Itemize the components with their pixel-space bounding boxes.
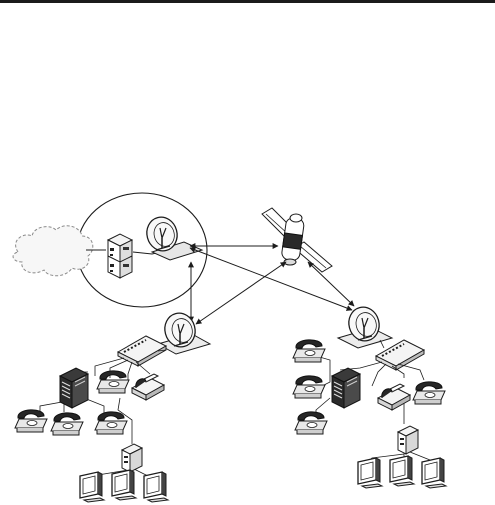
server-left-icon <box>59 367 89 409</box>
satellite-icon <box>261 207 333 273</box>
phone-right-2-icon <box>292 375 326 399</box>
cabinet-right-icon <box>397 425 419 455</box>
monitor-left-3-icon <box>143 471 169 503</box>
server-right-icon <box>331 367 361 409</box>
remote-dish-right-icon <box>336 302 394 349</box>
phone-left-3-icon <box>50 412 84 436</box>
phone-left-4-icon <box>94 411 128 435</box>
fax-right-icon <box>377 383 411 411</box>
monitor-left-2-icon <box>111 469 137 501</box>
remote-dish-left-icon <box>156 308 212 355</box>
fax-left-icon <box>131 373 165 401</box>
top-rule <box>0 0 495 3</box>
phone-left-2-icon <box>14 409 48 433</box>
remote-earth-station-left <box>14 308 212 503</box>
router-stack-icon <box>106 233 134 279</box>
dish-switch-link-left <box>157 349 167 352</box>
phone-left-1-icon <box>96 370 130 394</box>
monitor-right-3-icon <box>421 457 447 489</box>
phone-right-4-icon <box>294 411 328 435</box>
monitor-right-1-icon <box>357 457 383 489</box>
cabinet-left-icon <box>121 443 143 473</box>
monitor-left-1-icon <box>79 471 105 503</box>
hub-dish-icon <box>142 212 204 261</box>
hub-switch-right-icon <box>375 339 425 371</box>
phone-right-1-icon <box>292 339 326 363</box>
satellite-links <box>188 243 355 325</box>
monitor-right-2-icon <box>389 455 415 487</box>
link-hub-remote-right <box>189 247 353 311</box>
phone-right-3-icon <box>412 381 446 405</box>
link-satellite-remote-right <box>307 261 355 307</box>
network-cloud-icon <box>12 225 94 277</box>
link-satellite-remote-left <box>195 261 287 325</box>
dish-switch-link-right <box>379 339 385 349</box>
remote-earth-station-right <box>292 302 447 489</box>
hub-earth-station <box>12 192 208 308</box>
